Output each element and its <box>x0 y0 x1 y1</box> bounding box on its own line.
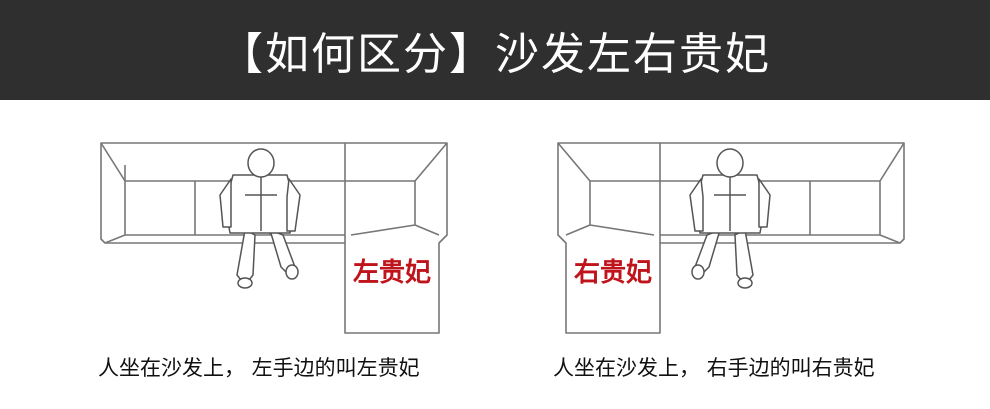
left-caption: 人坐在沙发上， 左手边的叫左贵妃 <box>98 356 420 380</box>
right-caption: 人坐在沙发上， 右手边的叫右贵妃 <box>553 356 875 380</box>
right-chaise-sofa-diagram: 右贵妃 <box>550 135 910 340</box>
seated-person-icon <box>689 148 771 289</box>
right-chaise-label: 右贵妃 <box>574 257 652 288</box>
left-chaise-label: 左贵妃 <box>353 257 431 288</box>
left-sofa-illustration: 左贵妃 <box>100 142 448 334</box>
right-sofa-illustration: 右贵妃 <box>557 142 905 334</box>
seated-person-icon <box>219 148 301 289</box>
page-title: 【如何区分】沙发左右贵妃 <box>219 29 771 80</box>
left-chaise-sofa-diagram: 左贵妃 <box>95 135 455 340</box>
header-banner: 【如何区分】沙发左右贵妃 <box>0 0 990 100</box>
